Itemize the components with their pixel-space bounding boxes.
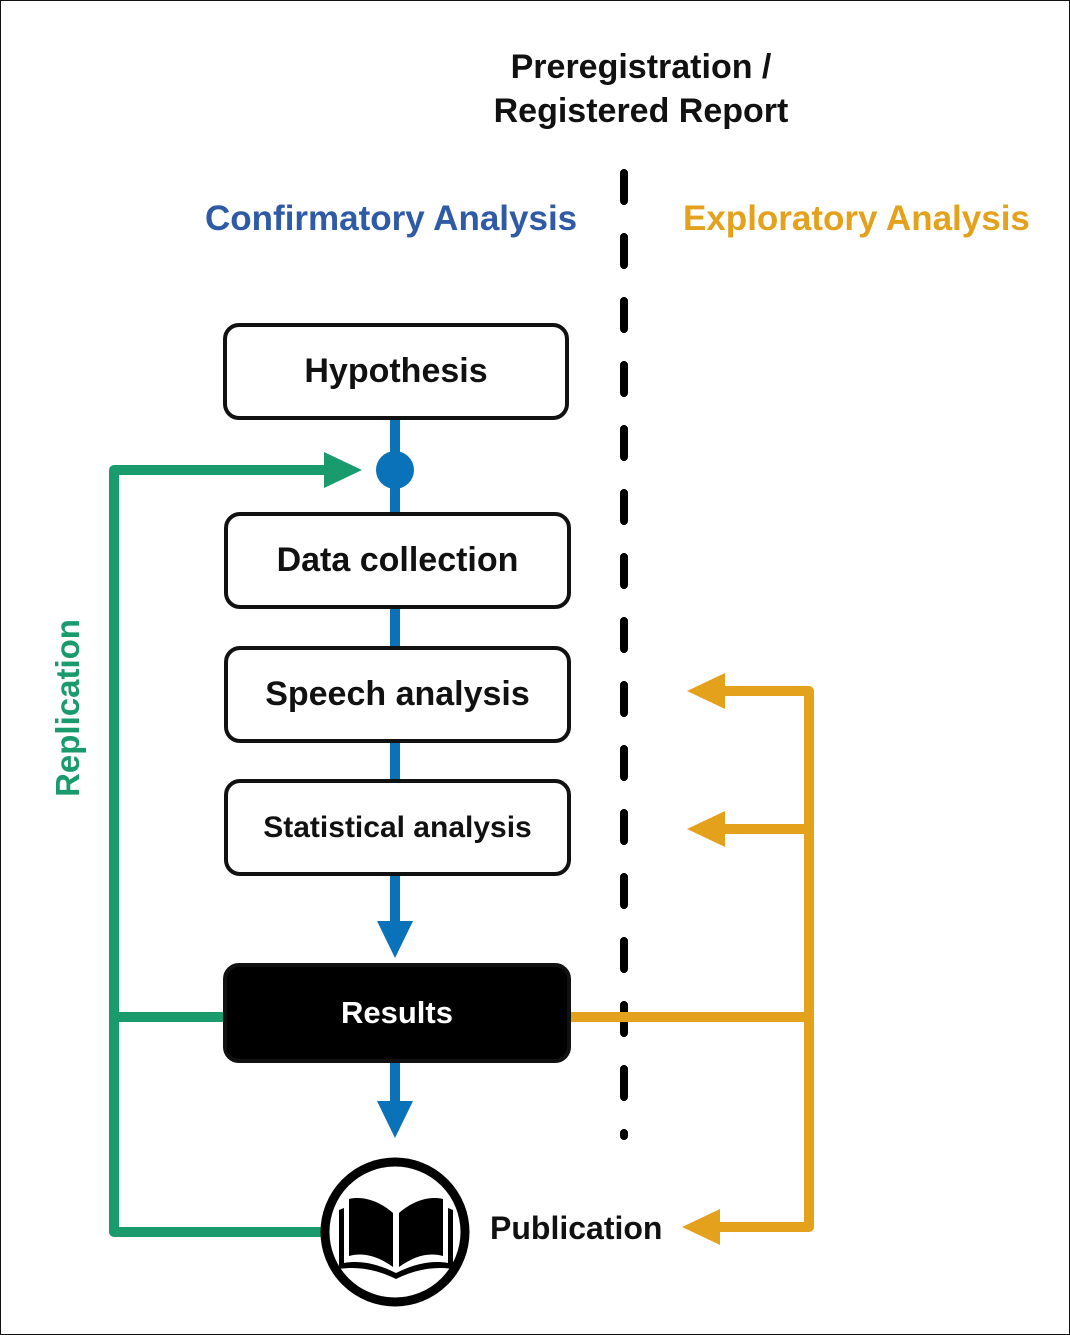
speech-analysis-box: Speech analysis bbox=[224, 646, 571, 743]
arrow-to-hypothesis-junction bbox=[324, 452, 362, 488]
heading-line-2: Registered Report bbox=[493, 92, 789, 130]
statistical-analysis-box: Statistical analysis bbox=[224, 779, 571, 876]
arrow-to-publication bbox=[377, 1101, 413, 1138]
replication-loop bbox=[109, 452, 362, 1237]
publication-circle bbox=[320, 1157, 470, 1307]
replication-label: Replication bbox=[49, 619, 86, 797]
confirmatory-analysis-title: Confirmatory Analysis bbox=[205, 199, 578, 238]
arrow-to-speech-analysis bbox=[687, 673, 725, 709]
statistical-analysis-label: Statistical analysis bbox=[263, 810, 532, 844]
speech-analysis-label: Speech analysis bbox=[265, 675, 530, 713]
data-collection-box: Data collection bbox=[224, 512, 571, 609]
arrow-to-publication-label bbox=[682, 1209, 720, 1245]
open-book-icon bbox=[339, 1198, 453, 1279]
publication-label: Publication bbox=[490, 1210, 663, 1246]
confirmatory-flow bbox=[376, 416, 414, 1138]
arrow-to-results bbox=[377, 921, 413, 958]
exploratory-loop bbox=[564, 673, 814, 1245]
replication-junction-dot bbox=[376, 451, 414, 489]
arrow-to-statistical-analysis bbox=[687, 811, 725, 847]
hypothesis-box: Hypothesis bbox=[223, 323, 569, 420]
data-collection-label: Data collection bbox=[276, 541, 519, 579]
exploratory-analysis-title: Exploratory Analysis bbox=[683, 199, 1030, 238]
results-box: Results bbox=[223, 963, 571, 1063]
hypothesis-label: Hypothesis bbox=[304, 352, 488, 390]
heading-line-1: Preregistration / bbox=[510, 48, 772, 86]
results-label: Results bbox=[341, 995, 453, 1030]
